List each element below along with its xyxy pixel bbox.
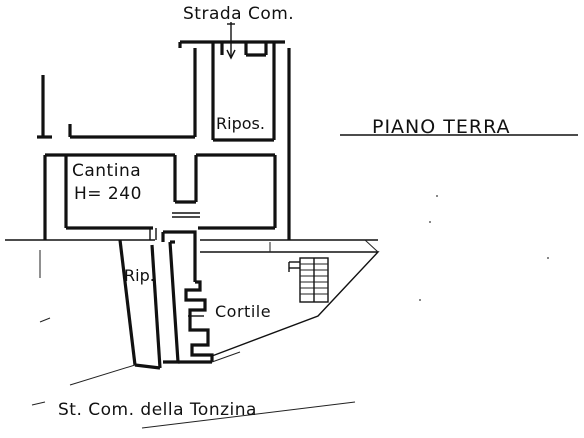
strada-com-label: Strada Com. (183, 4, 295, 24)
rip-corridor-walls (118, 228, 214, 370)
ripos-label: Ripos. (216, 114, 265, 133)
upper-left-walls (37, 75, 195, 139)
cantina-label: Cantina (72, 161, 142, 181)
entrance-arrow-icon (226, 22, 236, 60)
road-name-label: St. Com. della Tonzina (58, 400, 257, 420)
ripostiglio-walls (178, 40, 291, 240)
road-lines (31, 250, 356, 429)
cantina-walls (43, 153, 277, 240)
cortile-boundary (200, 239, 380, 357)
stairs-icon (288, 257, 329, 303)
piano-terra-title: PIANO TERRA (372, 116, 511, 138)
cortile-label: Cortile (215, 302, 272, 321)
rip-label: Rip. (124, 266, 155, 285)
scan-specks (419, 195, 549, 301)
height-label: H= 240 (74, 184, 142, 204)
